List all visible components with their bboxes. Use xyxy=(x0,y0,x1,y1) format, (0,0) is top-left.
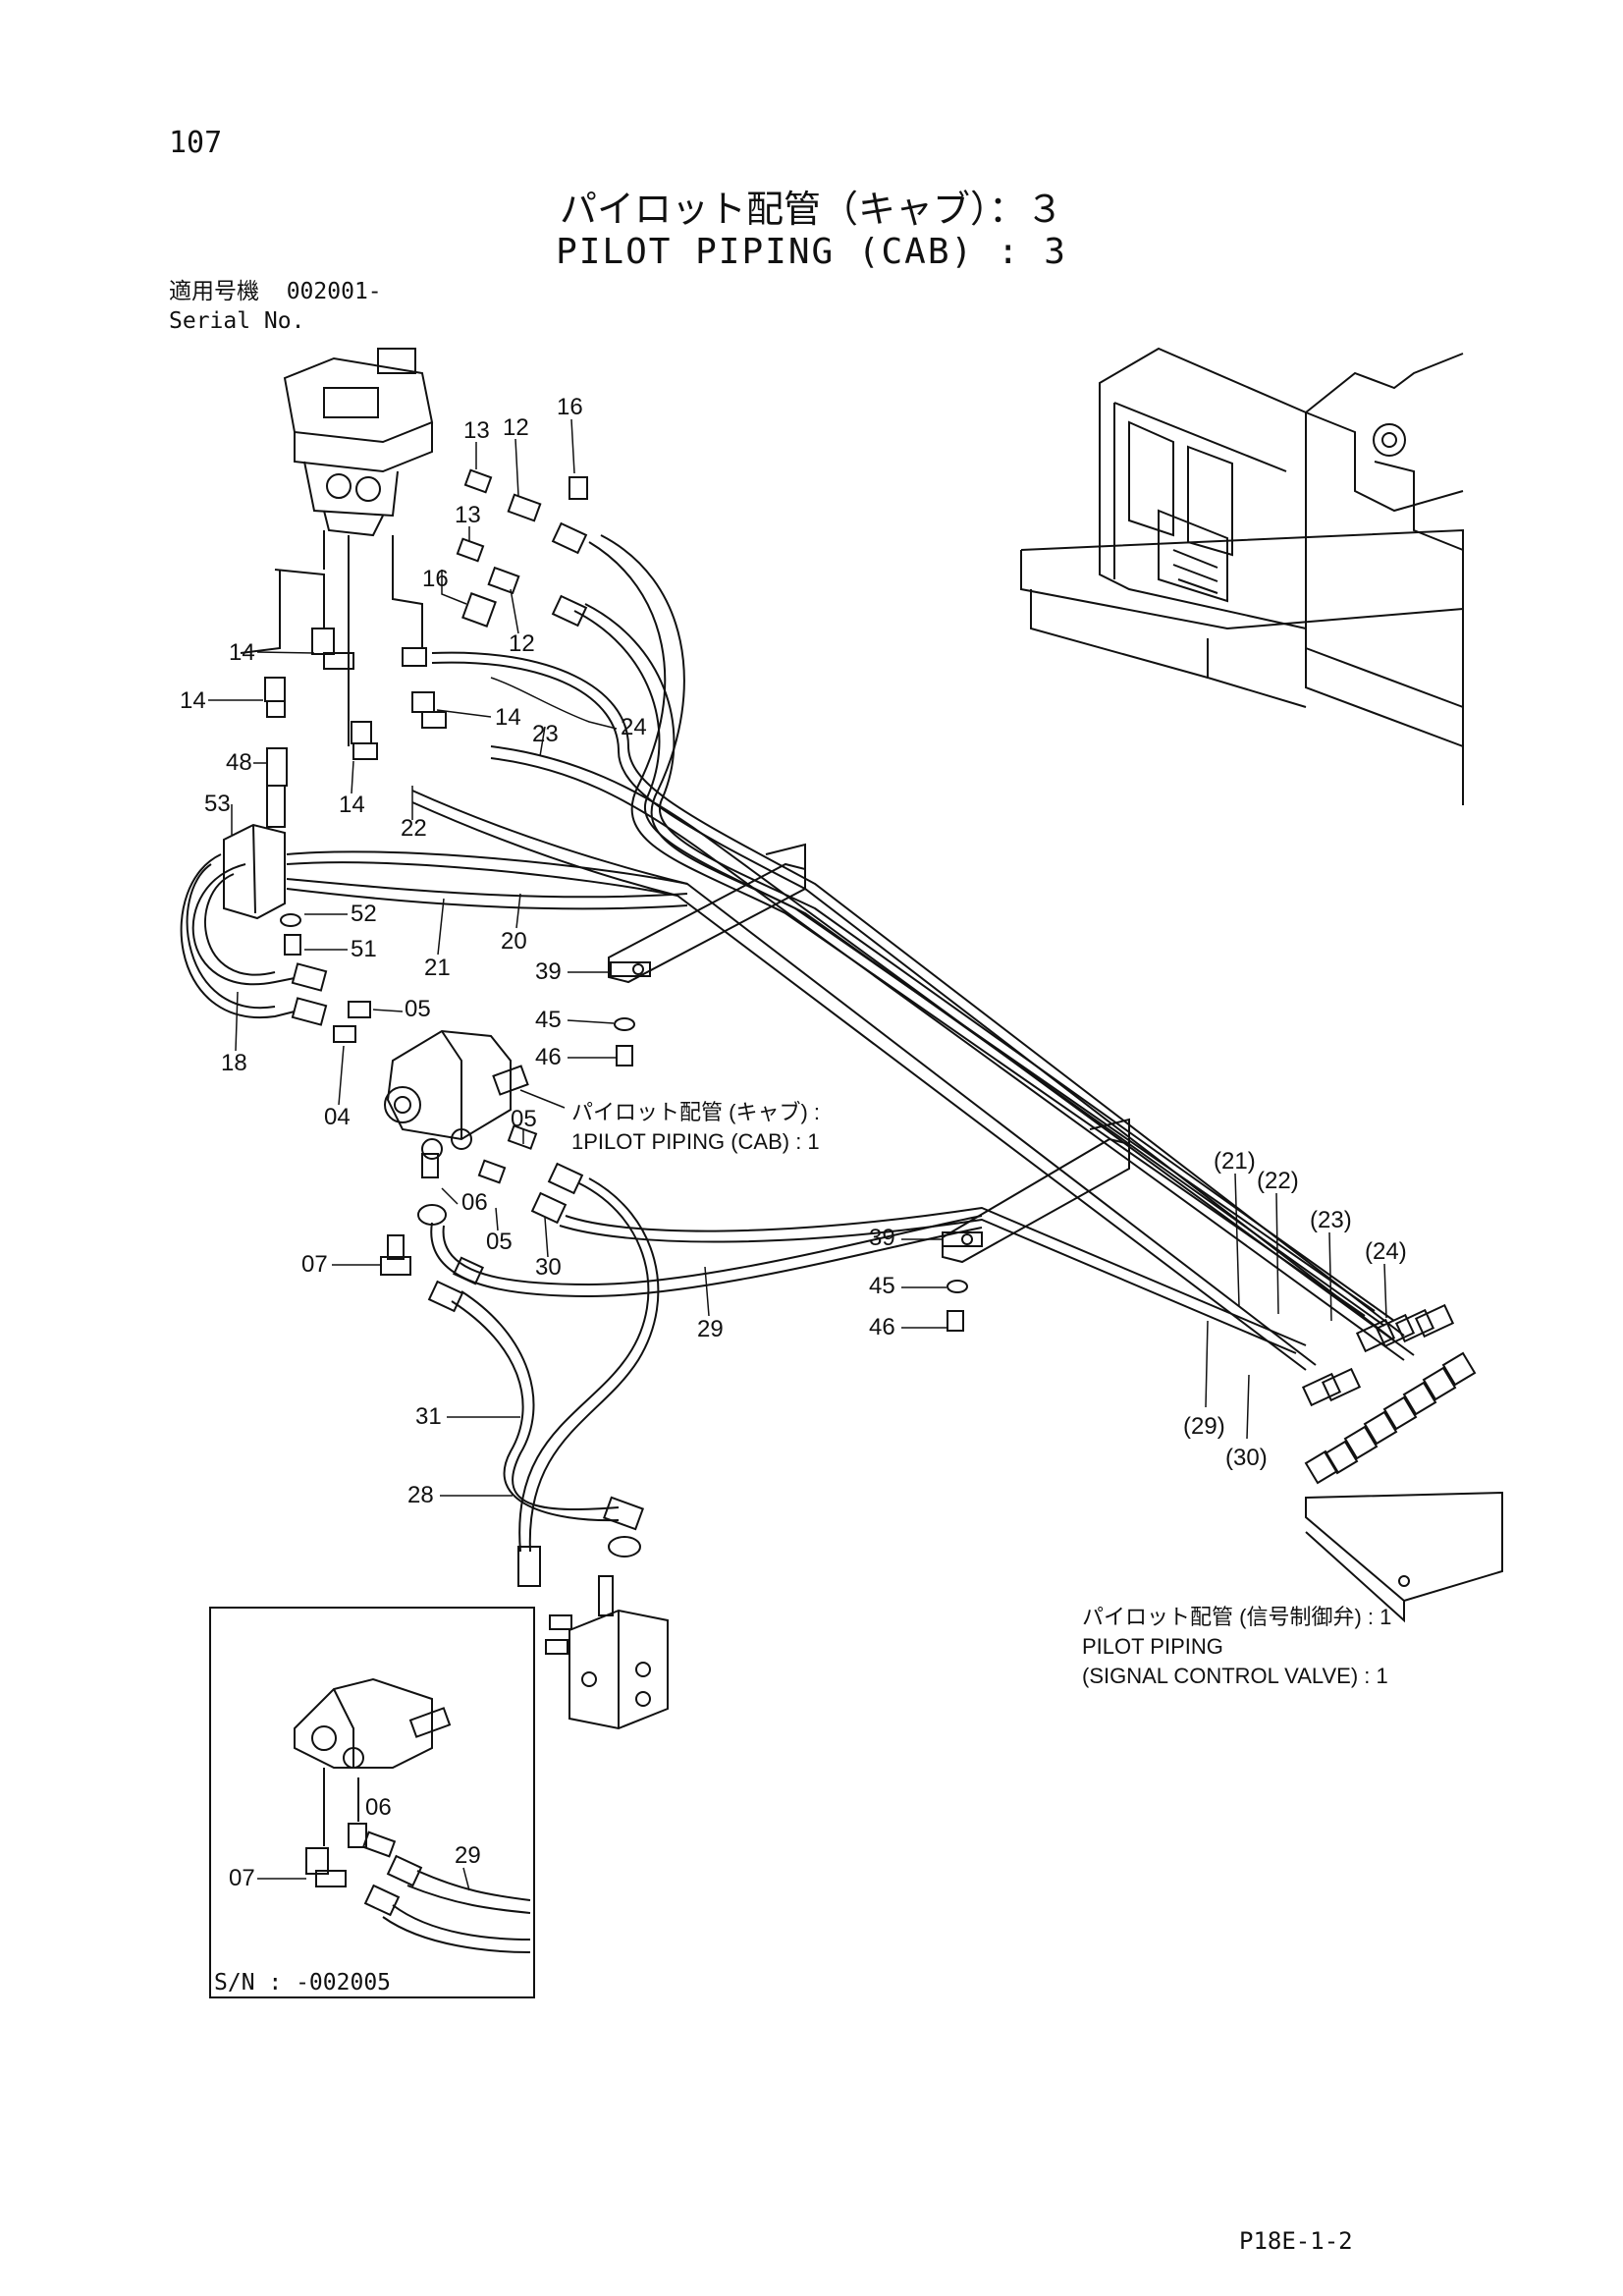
label-46a: 46 xyxy=(535,1044,562,1070)
valve-leader-lines xyxy=(240,530,423,746)
page-number: 107 xyxy=(169,126,223,160)
label-31: 31 xyxy=(415,1403,442,1430)
label-04: 04 xyxy=(324,1104,351,1130)
pilot-valve-top xyxy=(283,348,434,537)
fittings-top-cluster xyxy=(456,468,588,628)
inset-serial-variant: 06 07 29 S/N : -002005 xyxy=(209,1607,535,1998)
note-signal-en2: (SIGNAL CONTROL VALVE) : 1 xyxy=(1082,1664,1388,1688)
label-28: 28 xyxy=(407,1482,434,1508)
note-pilot-cab-1-jp: パイロット配管 (キャブ) : xyxy=(571,1100,820,1124)
label-05c: 05 xyxy=(486,1229,513,1255)
label-14b: 14 xyxy=(180,687,206,714)
label-14d: 14 xyxy=(339,792,365,818)
label-45a: 45 xyxy=(535,1007,562,1033)
label-53: 53 xyxy=(204,791,231,817)
tee-fittings-14 xyxy=(264,628,447,760)
serial-block: 適用号機 002001- Serial No. xyxy=(169,277,382,336)
label-16a: 16 xyxy=(557,394,583,420)
label-07: 07 xyxy=(301,1251,328,1278)
label-05a: 05 xyxy=(405,996,431,1022)
fittings-right-cluster xyxy=(1301,1303,1503,1623)
inset-label-07: 07 xyxy=(229,1865,255,1891)
label-24-ref: (24) xyxy=(1365,1238,1407,1265)
fittings-lower xyxy=(380,1124,584,1313)
label-29: 29 xyxy=(697,1316,724,1342)
note-pilot-cab-1: パイロット配管 (キャブ) : 1PILOT PIPING (CAB) : 1 xyxy=(571,1098,820,1157)
hoses-lower xyxy=(430,1177,1307,1553)
cab-frame-drawing xyxy=(1020,347,1464,805)
label-29-ref: (29) xyxy=(1183,1413,1225,1440)
label-18: 18 xyxy=(221,1050,247,1076)
label-45b: 45 xyxy=(869,1273,895,1299)
serial-label-en: Serial No. xyxy=(169,308,305,334)
label-51: 51 xyxy=(351,936,377,962)
hose-bundle xyxy=(286,534,1415,1371)
label-46b: 46 xyxy=(869,1314,895,1340)
inset-serial-note: S/N : -002005 xyxy=(214,1970,391,1995)
title-english: PILOT PIPING (CAB) : 3 xyxy=(556,232,1067,272)
hose-loop-18 xyxy=(180,853,296,1019)
label-13b: 13 xyxy=(455,502,481,528)
label-48: 48 xyxy=(226,749,252,776)
label-22: 22 xyxy=(401,815,427,842)
label-leader-lines xyxy=(208,418,1387,1497)
pilot-valve-lower xyxy=(384,1029,529,1160)
label-23: 23 xyxy=(532,721,559,747)
label-22-ref: (22) xyxy=(1257,1168,1299,1194)
clamp-block-53 xyxy=(223,747,301,956)
note-signal-en1: PILOT PIPING xyxy=(1082,1634,1223,1659)
title-japanese: パイロット配管（キャブ）：３ xyxy=(559,188,1063,231)
label-14c: 14 xyxy=(495,704,521,731)
label-21-ref: (21) xyxy=(1214,1148,1256,1175)
label-24: 24 xyxy=(621,714,647,740)
inset-label-29: 29 xyxy=(455,1842,481,1869)
label-06: 06 xyxy=(461,1189,488,1216)
label-05b: 05 xyxy=(511,1106,537,1132)
label-30-ref: (30) xyxy=(1225,1445,1268,1471)
label-12b: 12 xyxy=(509,630,535,657)
label-52: 52 xyxy=(351,901,377,927)
label-39a: 39 xyxy=(535,958,562,985)
hose-ends-signal xyxy=(517,1496,645,1587)
label-23-ref: (23) xyxy=(1310,1207,1352,1233)
label-13a: 13 xyxy=(463,417,490,444)
note-signal-jp: パイロット配管 (信号制御弁) : 1 xyxy=(1082,1605,1392,1629)
fittings-18 xyxy=(291,962,371,1043)
serial-value: 002001- xyxy=(286,279,382,304)
label-20: 20 xyxy=(501,928,527,955)
footer-code: P18E-1-2 xyxy=(1239,2227,1353,2255)
part-number-labels: 13 12 16 13 16 12 14 14 14 14 24 23 48 5… xyxy=(180,394,1407,1508)
inset-label-06: 06 xyxy=(365,1794,392,1821)
serial-label-jp: 適用号機 xyxy=(169,279,259,304)
label-39b: 39 xyxy=(869,1225,895,1251)
label-30: 30 xyxy=(535,1254,562,1281)
note-pilot-cab-1-en: 1PILOT PIPING (CAB) : 1 xyxy=(571,1129,820,1154)
note-signal-control-valve: パイロット配管 (信号制御弁) : 1 PILOT PIPING (SIGNAL… xyxy=(1082,1603,1391,1691)
label-12a: 12 xyxy=(503,414,529,441)
label-14a: 14 xyxy=(229,639,255,666)
bracket-upper xyxy=(608,843,806,1066)
label-16b: 16 xyxy=(422,566,449,592)
signal-control-valve xyxy=(545,1575,669,1730)
label-21: 21 xyxy=(424,955,451,981)
